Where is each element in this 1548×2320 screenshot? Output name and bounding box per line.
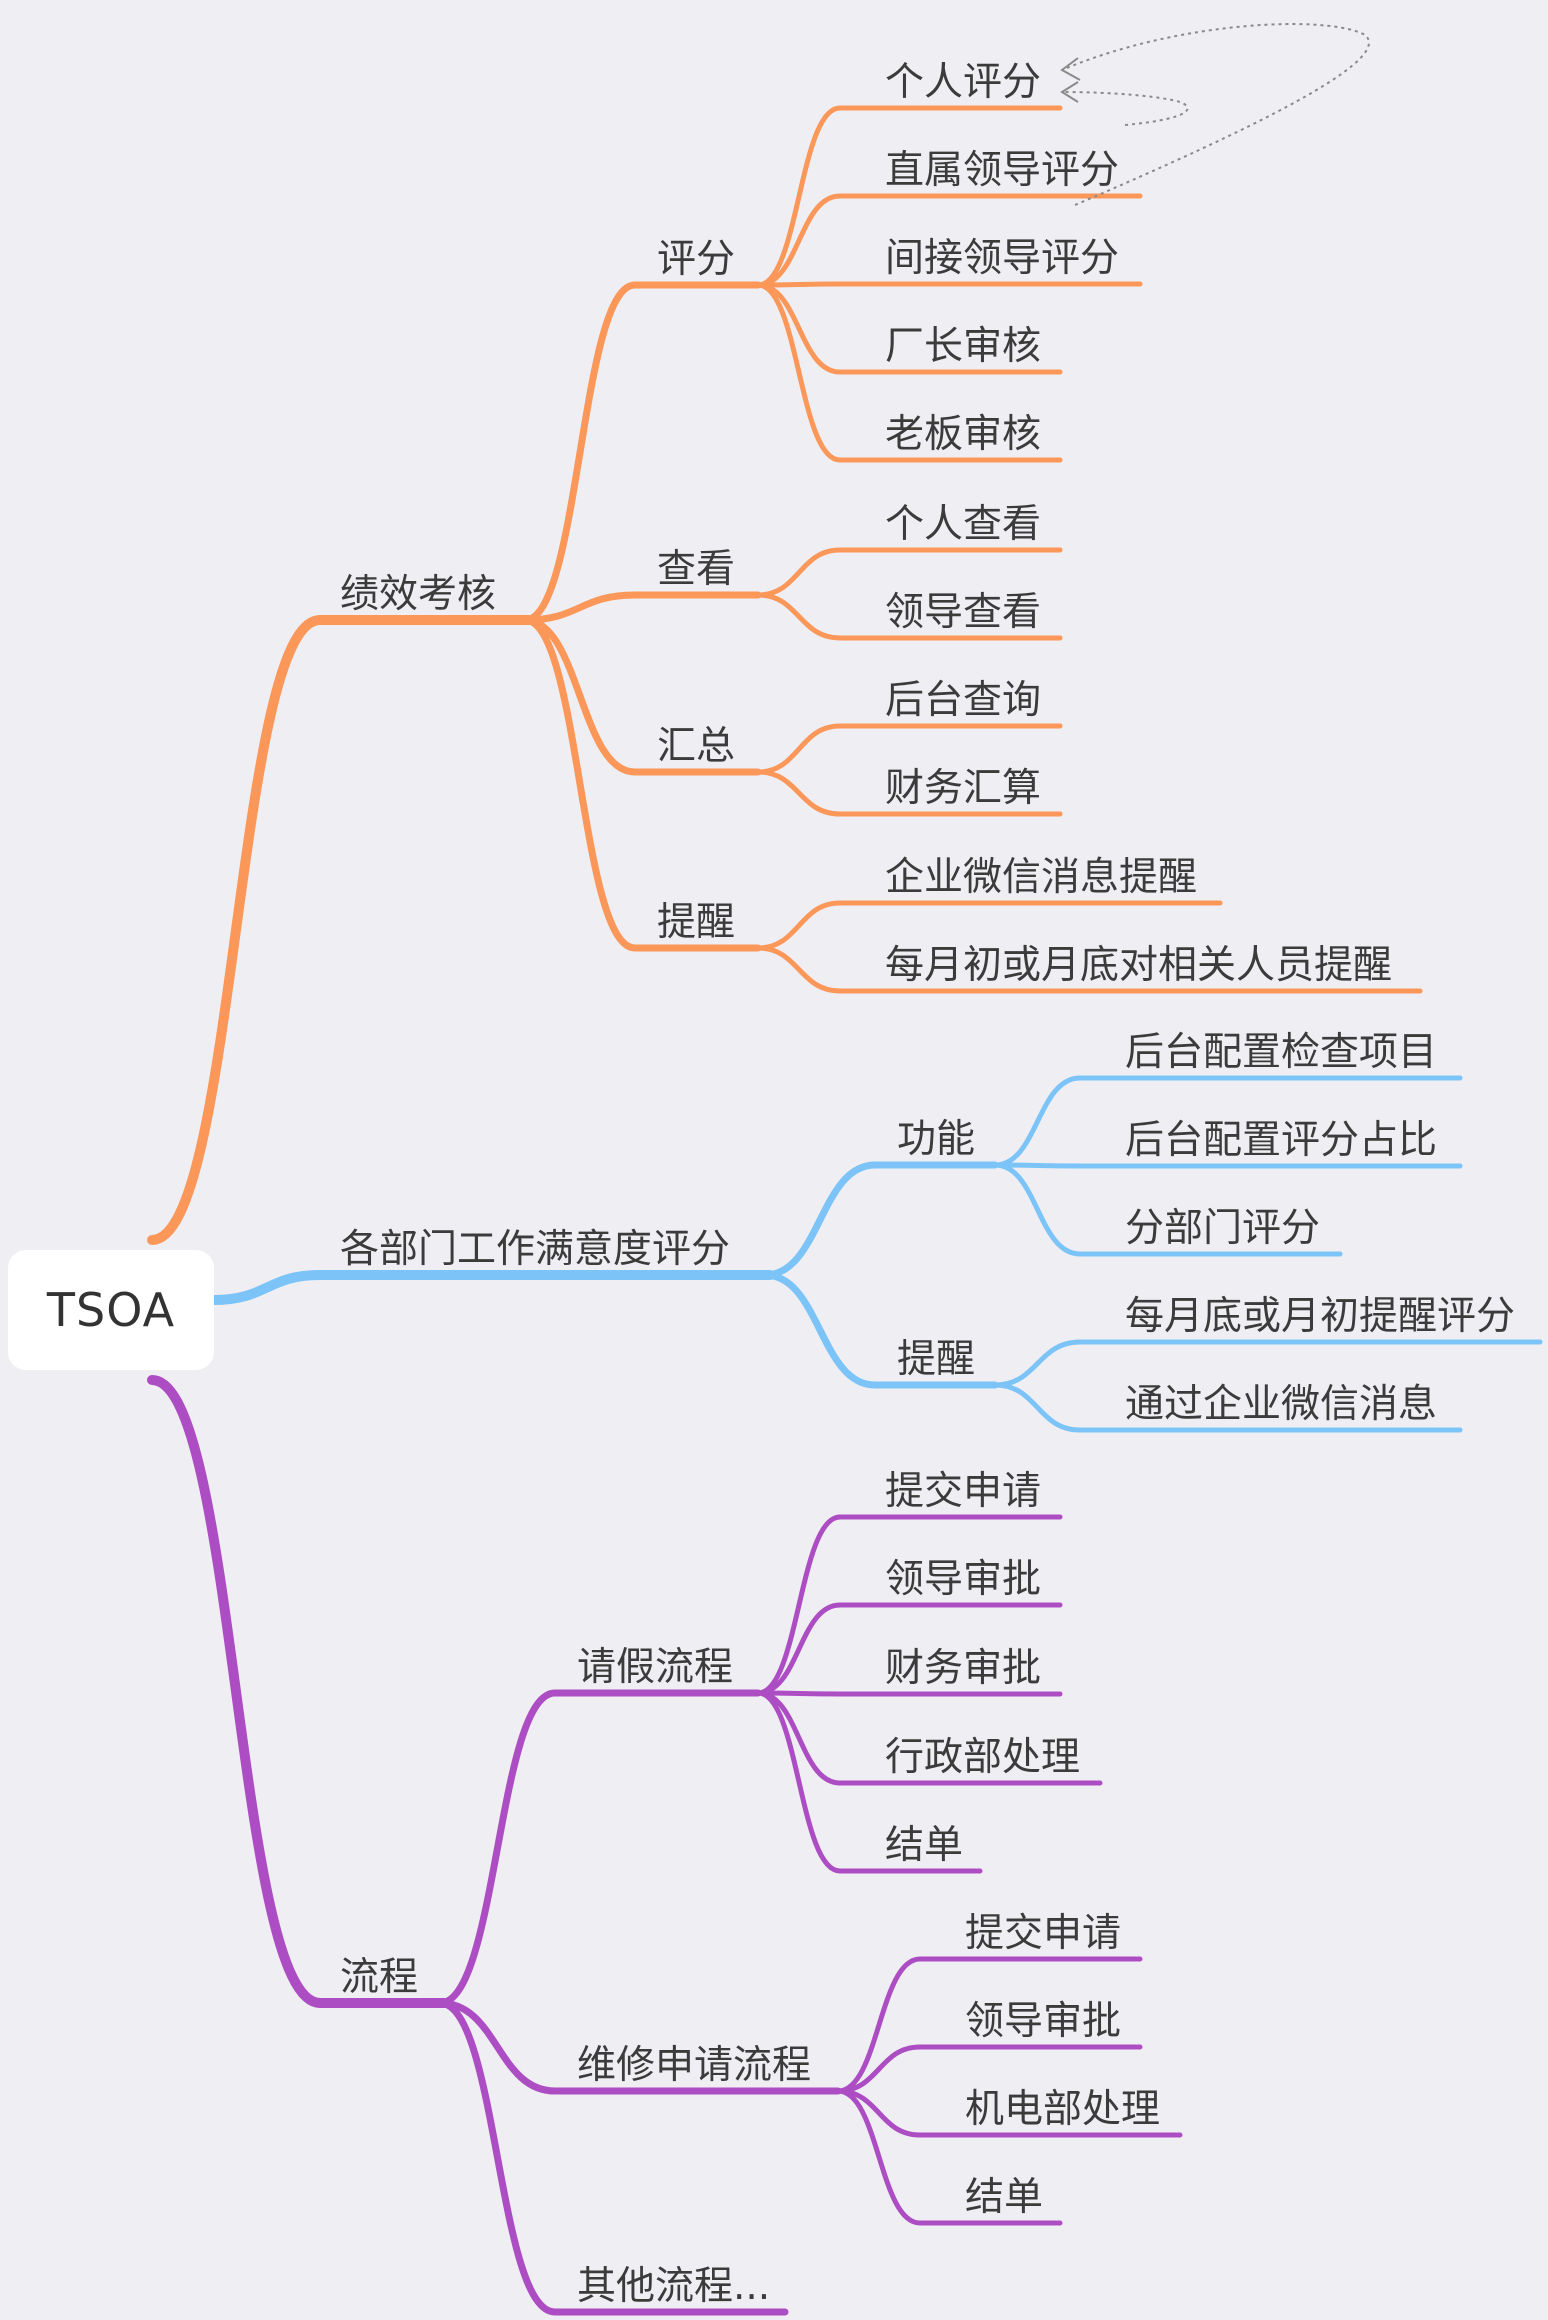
leaf-label[interactable]: 后台配置检查项目	[1125, 1030, 1438, 1075]
annotation-arrow-short	[1061, 91, 1189, 126]
group-link	[436, 1999, 559, 2095]
item-link	[755, 1690, 843, 1874]
item-link	[992, 1339, 1083, 1388]
item-link	[755, 282, 843, 375]
group-link	[521, 281, 639, 624]
leaf-label[interactable]: 财务审批	[885, 1646, 1042, 1691]
leaf-label[interactable]: 领导审批	[965, 1999, 1122, 2044]
leaf-label[interactable]: 后台查询	[885, 678, 1042, 723]
leaf-label[interactable]: 领导审批	[885, 1557, 1042, 1602]
group-label[interactable]: 汇总	[657, 724, 736, 769]
leaf-label[interactable]: 财务汇算	[885, 766, 1042, 811]
leaf-label[interactable]: 行政部处理	[885, 1735, 1081, 1780]
branch-label[interactable]: 绩效考核	[340, 572, 497, 617]
leaf-label[interactable]: 每月底或月初提醒评分	[1125, 1294, 1516, 1339]
root-node[interactable]: TSOA	[8, 1250, 214, 1370]
leaf-label[interactable]: 个人评分	[885, 60, 1042, 105]
group-label[interactable]: 请假流程	[577, 1645, 734, 1690]
root-label: TSOA	[46, 1283, 176, 1337]
group-link	[521, 616, 639, 952]
leaf-label[interactable]: 每月初或月底对相关人员提醒	[885, 943, 1393, 988]
group-link	[436, 1999, 559, 2316]
item-link	[755, 281, 843, 288]
group-link	[761, 1161, 879, 1279]
group-label[interactable]: 功能	[897, 1117, 976, 1162]
leaf-label[interactable]: 提交申请	[965, 1911, 1122, 1956]
leaf-label[interactable]: 分部门评分	[1125, 1206, 1321, 1251]
group-label[interactable]: 评分	[657, 237, 736, 282]
branch-label[interactable]: 各部门工作满意度评分	[340, 1227, 731, 1272]
item-link	[755, 282, 843, 463]
group-label[interactable]: 维修申请流程	[577, 2043, 812, 2088]
item-link	[755, 105, 843, 288]
leaf-label[interactable]: 领导查看	[885, 590, 1042, 635]
item-link	[755, 193, 843, 288]
item-link	[835, 1956, 923, 2094]
group-link	[436, 1689, 559, 2007]
group-label[interactable]: 提醒	[897, 1337, 976, 1382]
item-link	[755, 945, 843, 994]
group-link	[521, 591, 639, 624]
item-link	[755, 547, 843, 598]
group-label[interactable]: 其他流程...	[577, 2264, 771, 2309]
leaf-label[interactable]: 间接领导评分	[885, 236, 1120, 281]
item-link	[755, 592, 843, 641]
leaf-label[interactable]: 直属领导评分	[885, 148, 1120, 193]
item-link	[755, 769, 843, 817]
item-link	[755, 1690, 843, 1786]
item-link	[755, 900, 843, 951]
leaf-label[interactable]: 结单	[965, 2175, 1044, 2220]
branch-label[interactable]: 流程	[340, 1955, 419, 2000]
arrowhead-icon	[1060, 57, 1081, 81]
leaf-label[interactable]: 企业微信消息提醒	[885, 855, 1198, 900]
arrowhead-icon	[1060, 81, 1079, 103]
group-link	[521, 616, 639, 776]
item-link	[992, 1162, 1083, 1257]
group-label[interactable]: 提醒	[657, 900, 736, 945]
item-link	[835, 2044, 923, 2094]
leaf-label[interactable]: 通过企业微信消息	[1125, 1382, 1438, 1427]
leaf-label[interactable]: 后台配置评分占比	[1125, 1118, 1438, 1163]
item-link	[755, 1602, 843, 1696]
root-branch-link	[209, 1270, 325, 1305]
leaf-label[interactable]: 厂长审核	[885, 324, 1042, 369]
leaf-label[interactable]: 提交申请	[885, 1469, 1042, 1514]
item-link	[755, 723, 843, 775]
item-link	[835, 2088, 923, 2226]
item-link	[755, 1514, 843, 1696]
group-link	[761, 1271, 879, 1389]
leaf-label[interactable]: 老板审核	[885, 412, 1042, 457]
leaf-label[interactable]: 结单	[885, 1823, 964, 1868]
root-branch-link	[147, 615, 325, 1245]
item-link	[992, 1382, 1083, 1433]
group-label[interactable]: 查看	[657, 547, 736, 592]
leaf-label[interactable]: 机电部处理	[965, 2087, 1161, 2132]
leaf-label[interactable]: 个人查看	[885, 502, 1042, 547]
item-link	[992, 1075, 1083, 1168]
root-branch-link	[147, 1375, 325, 2008]
